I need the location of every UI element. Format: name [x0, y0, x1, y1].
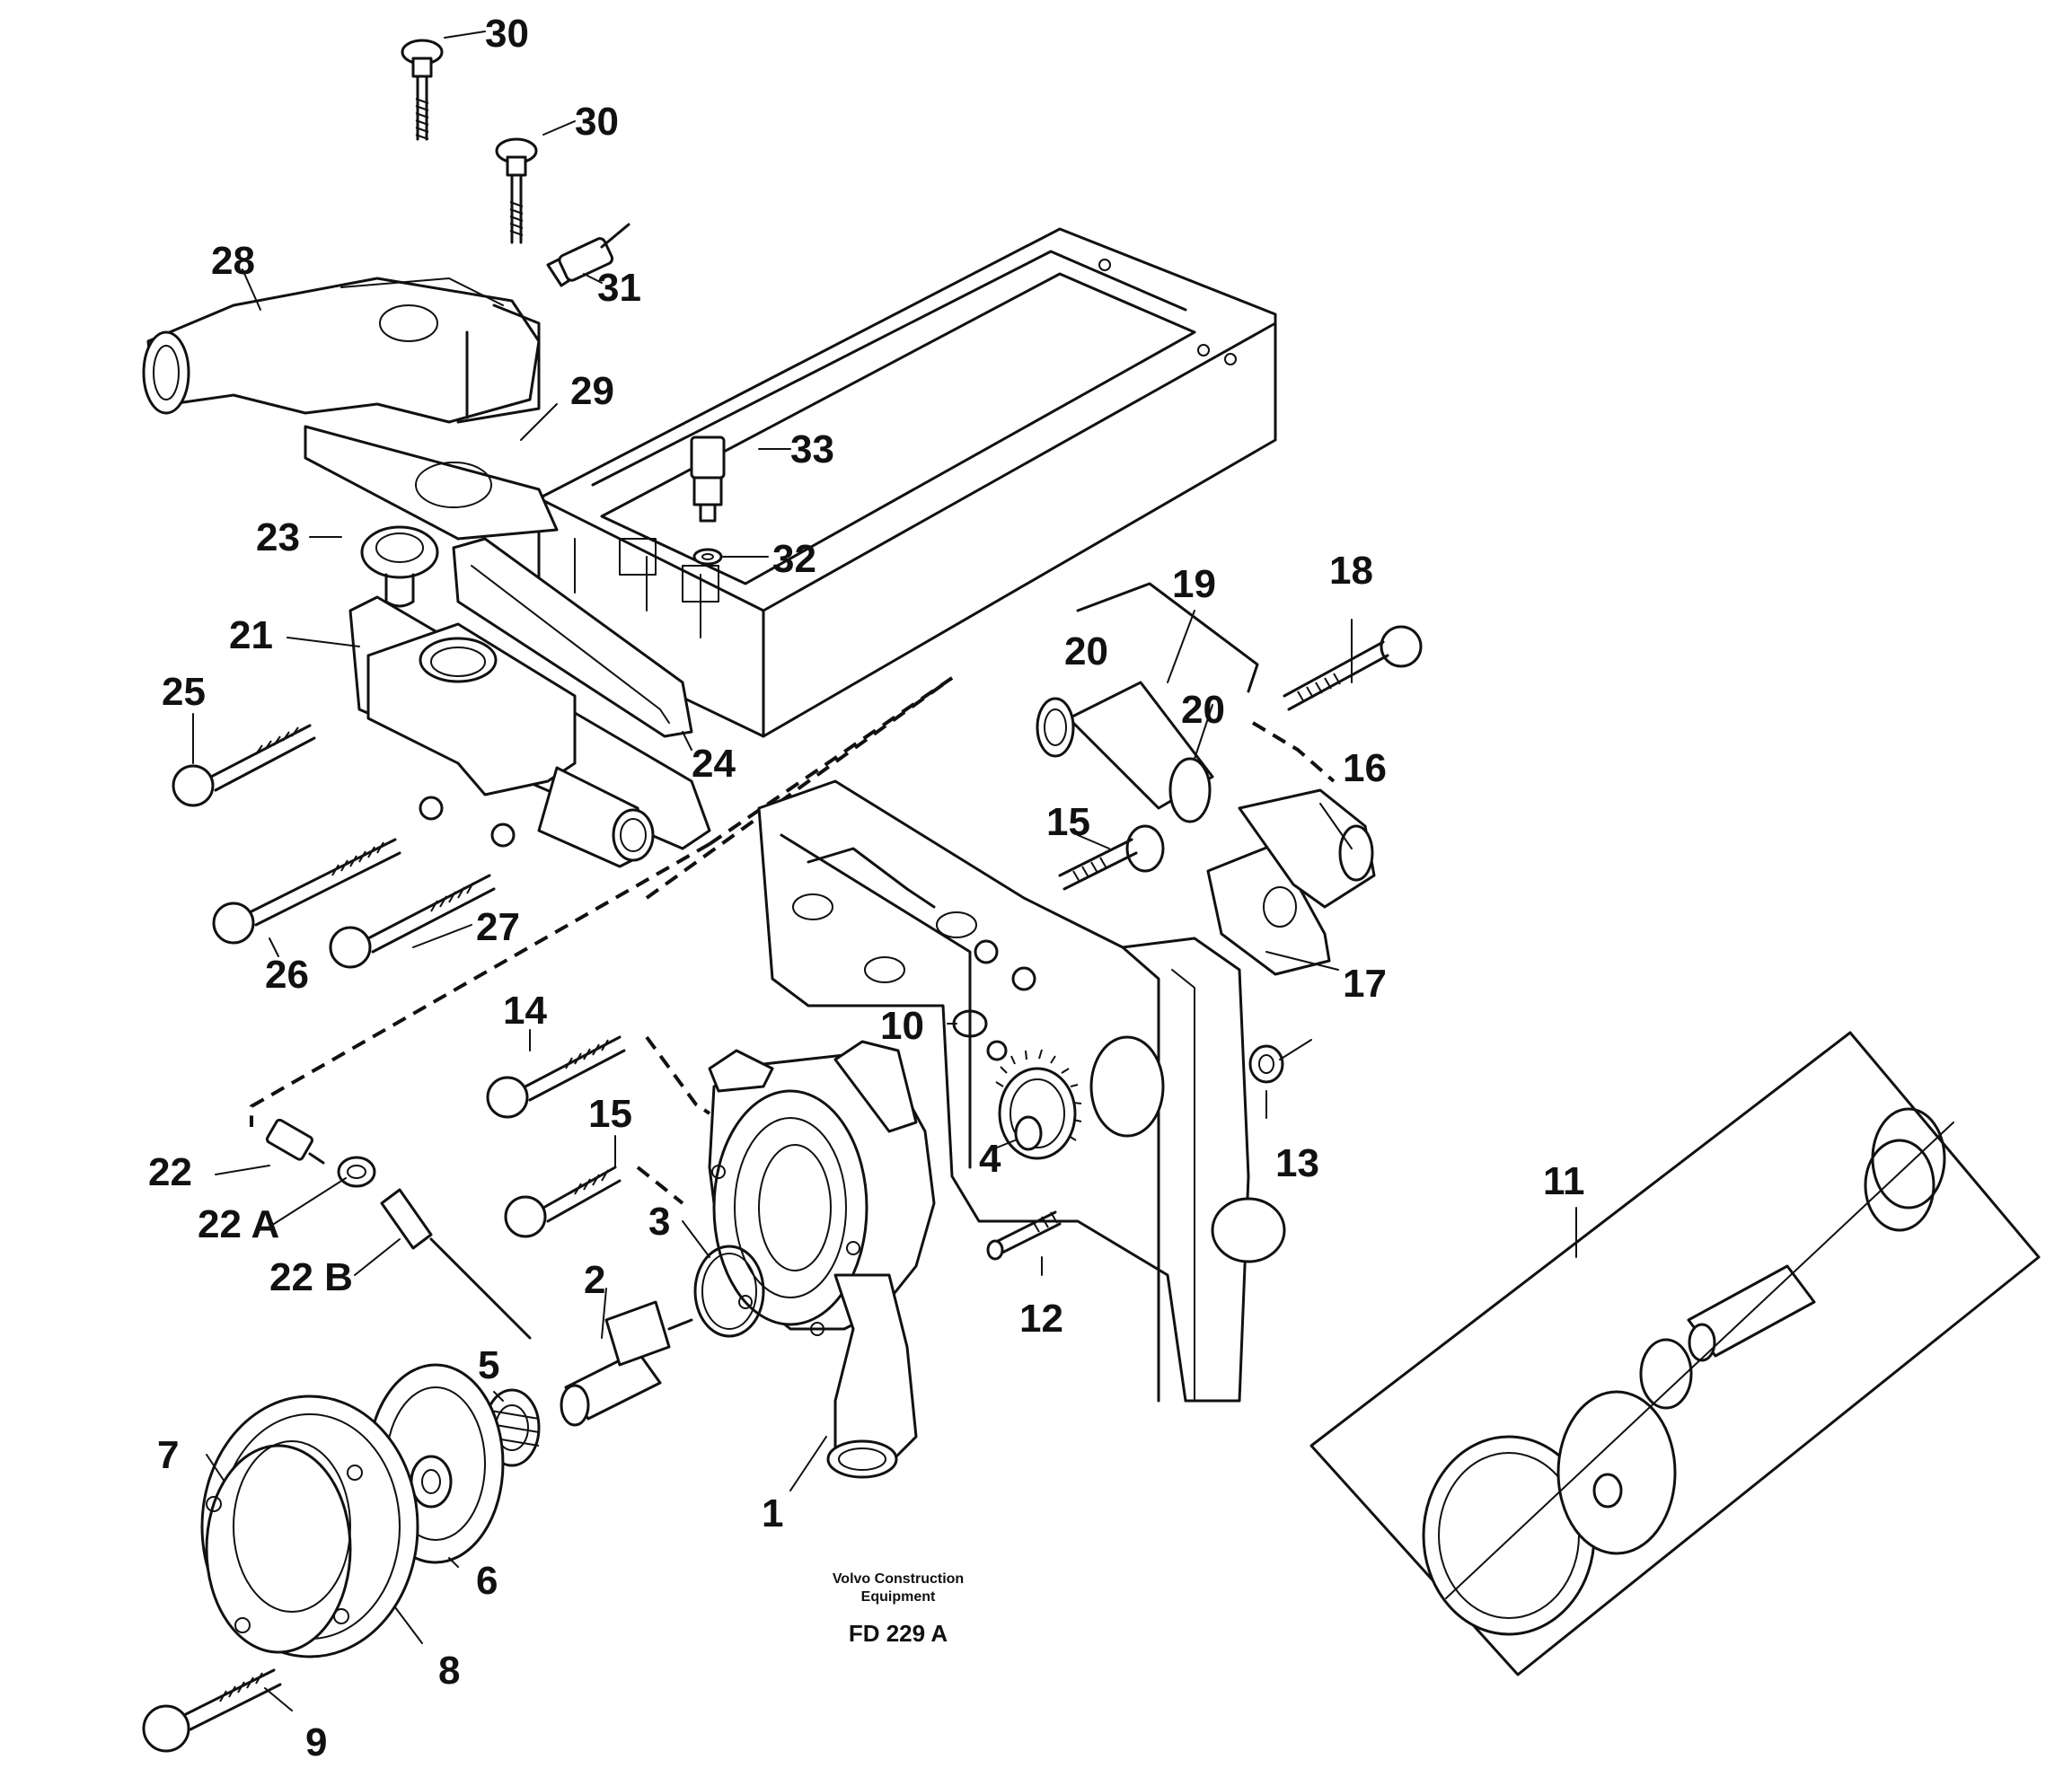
bolt-9 — [142, 1668, 282, 1753]
label-10: 10 — [880, 1004, 924, 1048]
label-29: 29 — [570, 369, 614, 413]
leader-lines — [192, 31, 1577, 1711]
label-21: 21 — [229, 613, 273, 657]
label-6: 6 — [476, 1559, 498, 1603]
label-11: 11 — [1543, 1159, 1585, 1203]
bolt-15-upper — [1058, 824, 1165, 891]
head-gasket — [452, 537, 693, 738]
bolt-25 — [172, 724, 316, 807]
routing-lines — [250, 676, 1336, 1205]
label-33: 33 — [790, 427, 834, 471]
credit-line-2: Equipment — [861, 1589, 936, 1605]
part-labels: 30 30 31 28 29 33 32 23 21 25 24 26 27 1… — [148, 12, 1585, 1764]
label-19: 19 — [1172, 562, 1216, 606]
credit-line-1: Volvo Construction — [833, 1571, 964, 1587]
bolt-26 — [212, 838, 401, 945]
label-23: 23 — [256, 515, 300, 559]
coolant-sensor — [546, 223, 630, 287]
label-20-lower: 20 — [1181, 688, 1225, 732]
label-27: 27 — [476, 905, 520, 949]
label-13: 13 — [1275, 1141, 1319, 1185]
thermostat — [360, 525, 439, 608]
drain-nipple — [265, 1118, 325, 1165]
bolt-14 — [486, 1035, 626, 1119]
bolt-30-lower — [495, 137, 538, 244]
label-12: 12 — [1019, 1297, 1063, 1341]
label-4: 4 — [979, 1137, 1001, 1181]
repair-kit-inset — [1309, 1031, 2041, 1676]
label-30-lower: 30 — [575, 100, 619, 144]
bolt-30-upper — [401, 39, 444, 141]
stud-12 — [986, 1210, 1062, 1261]
bolt-18 — [1283, 625, 1423, 711]
temperature-sensor — [690, 436, 726, 566]
pump-shaft — [560, 1300, 693, 1427]
thermostat-housing — [348, 595, 711, 868]
outlet-housing — [142, 277, 559, 541]
drain-hose — [380, 1188, 532, 1340]
bolt-15-lower — [504, 1166, 622, 1238]
label-32: 32 — [772, 537, 816, 581]
drive-gear — [995, 1049, 1082, 1160]
label-18: 18 — [1329, 549, 1373, 593]
label-5: 5 — [478, 1343, 499, 1387]
bypass-hose — [1036, 582, 1259, 823]
label-30-upper: 30 — [485, 12, 529, 56]
label-2: 2 — [584, 1258, 605, 1302]
nut-13 — [1248, 1039, 1312, 1084]
figure-code: FD 229 A — [849, 1620, 948, 1647]
water-pump-housing — [708, 1040, 936, 1479]
label-24: 24 — [692, 742, 736, 786]
label-20-upper: 20 — [1064, 629, 1108, 673]
label-28: 28 — [211, 239, 255, 283]
coolant-elbow — [1206, 788, 1376, 976]
hose-clamp — [337, 1156, 376, 1188]
label-22: 22 — [148, 1150, 192, 1194]
label-15-upper: 15 — [1046, 800, 1090, 844]
label-22a: 22 A — [198, 1202, 279, 1246]
label-22b: 22 B — [269, 1255, 353, 1299]
label-9: 9 — [305, 1720, 327, 1764]
label-25: 25 — [162, 670, 206, 714]
label-31: 31 — [597, 266, 641, 310]
label-1: 1 — [762, 1491, 783, 1535]
o-ring-3 — [693, 1245, 765, 1338]
label-7: 7 — [157, 1433, 179, 1477]
label-8: 8 — [438, 1649, 460, 1693]
label-16: 16 — [1343, 746, 1387, 790]
pump-cover — [205, 1440, 363, 1654]
label-14: 14 — [503, 989, 547, 1033]
label-26: 26 — [265, 953, 309, 997]
cylinder-head — [537, 227, 1277, 738]
label-15-lower: 15 — [588, 1092, 632, 1136]
label-17: 17 — [1343, 962, 1387, 1006]
figure-caption: Volvo Construction Equipment FD 229 A — [833, 1571, 964, 1647]
label-3: 3 — [648, 1200, 670, 1244]
bolt-27 — [329, 874, 496, 969]
